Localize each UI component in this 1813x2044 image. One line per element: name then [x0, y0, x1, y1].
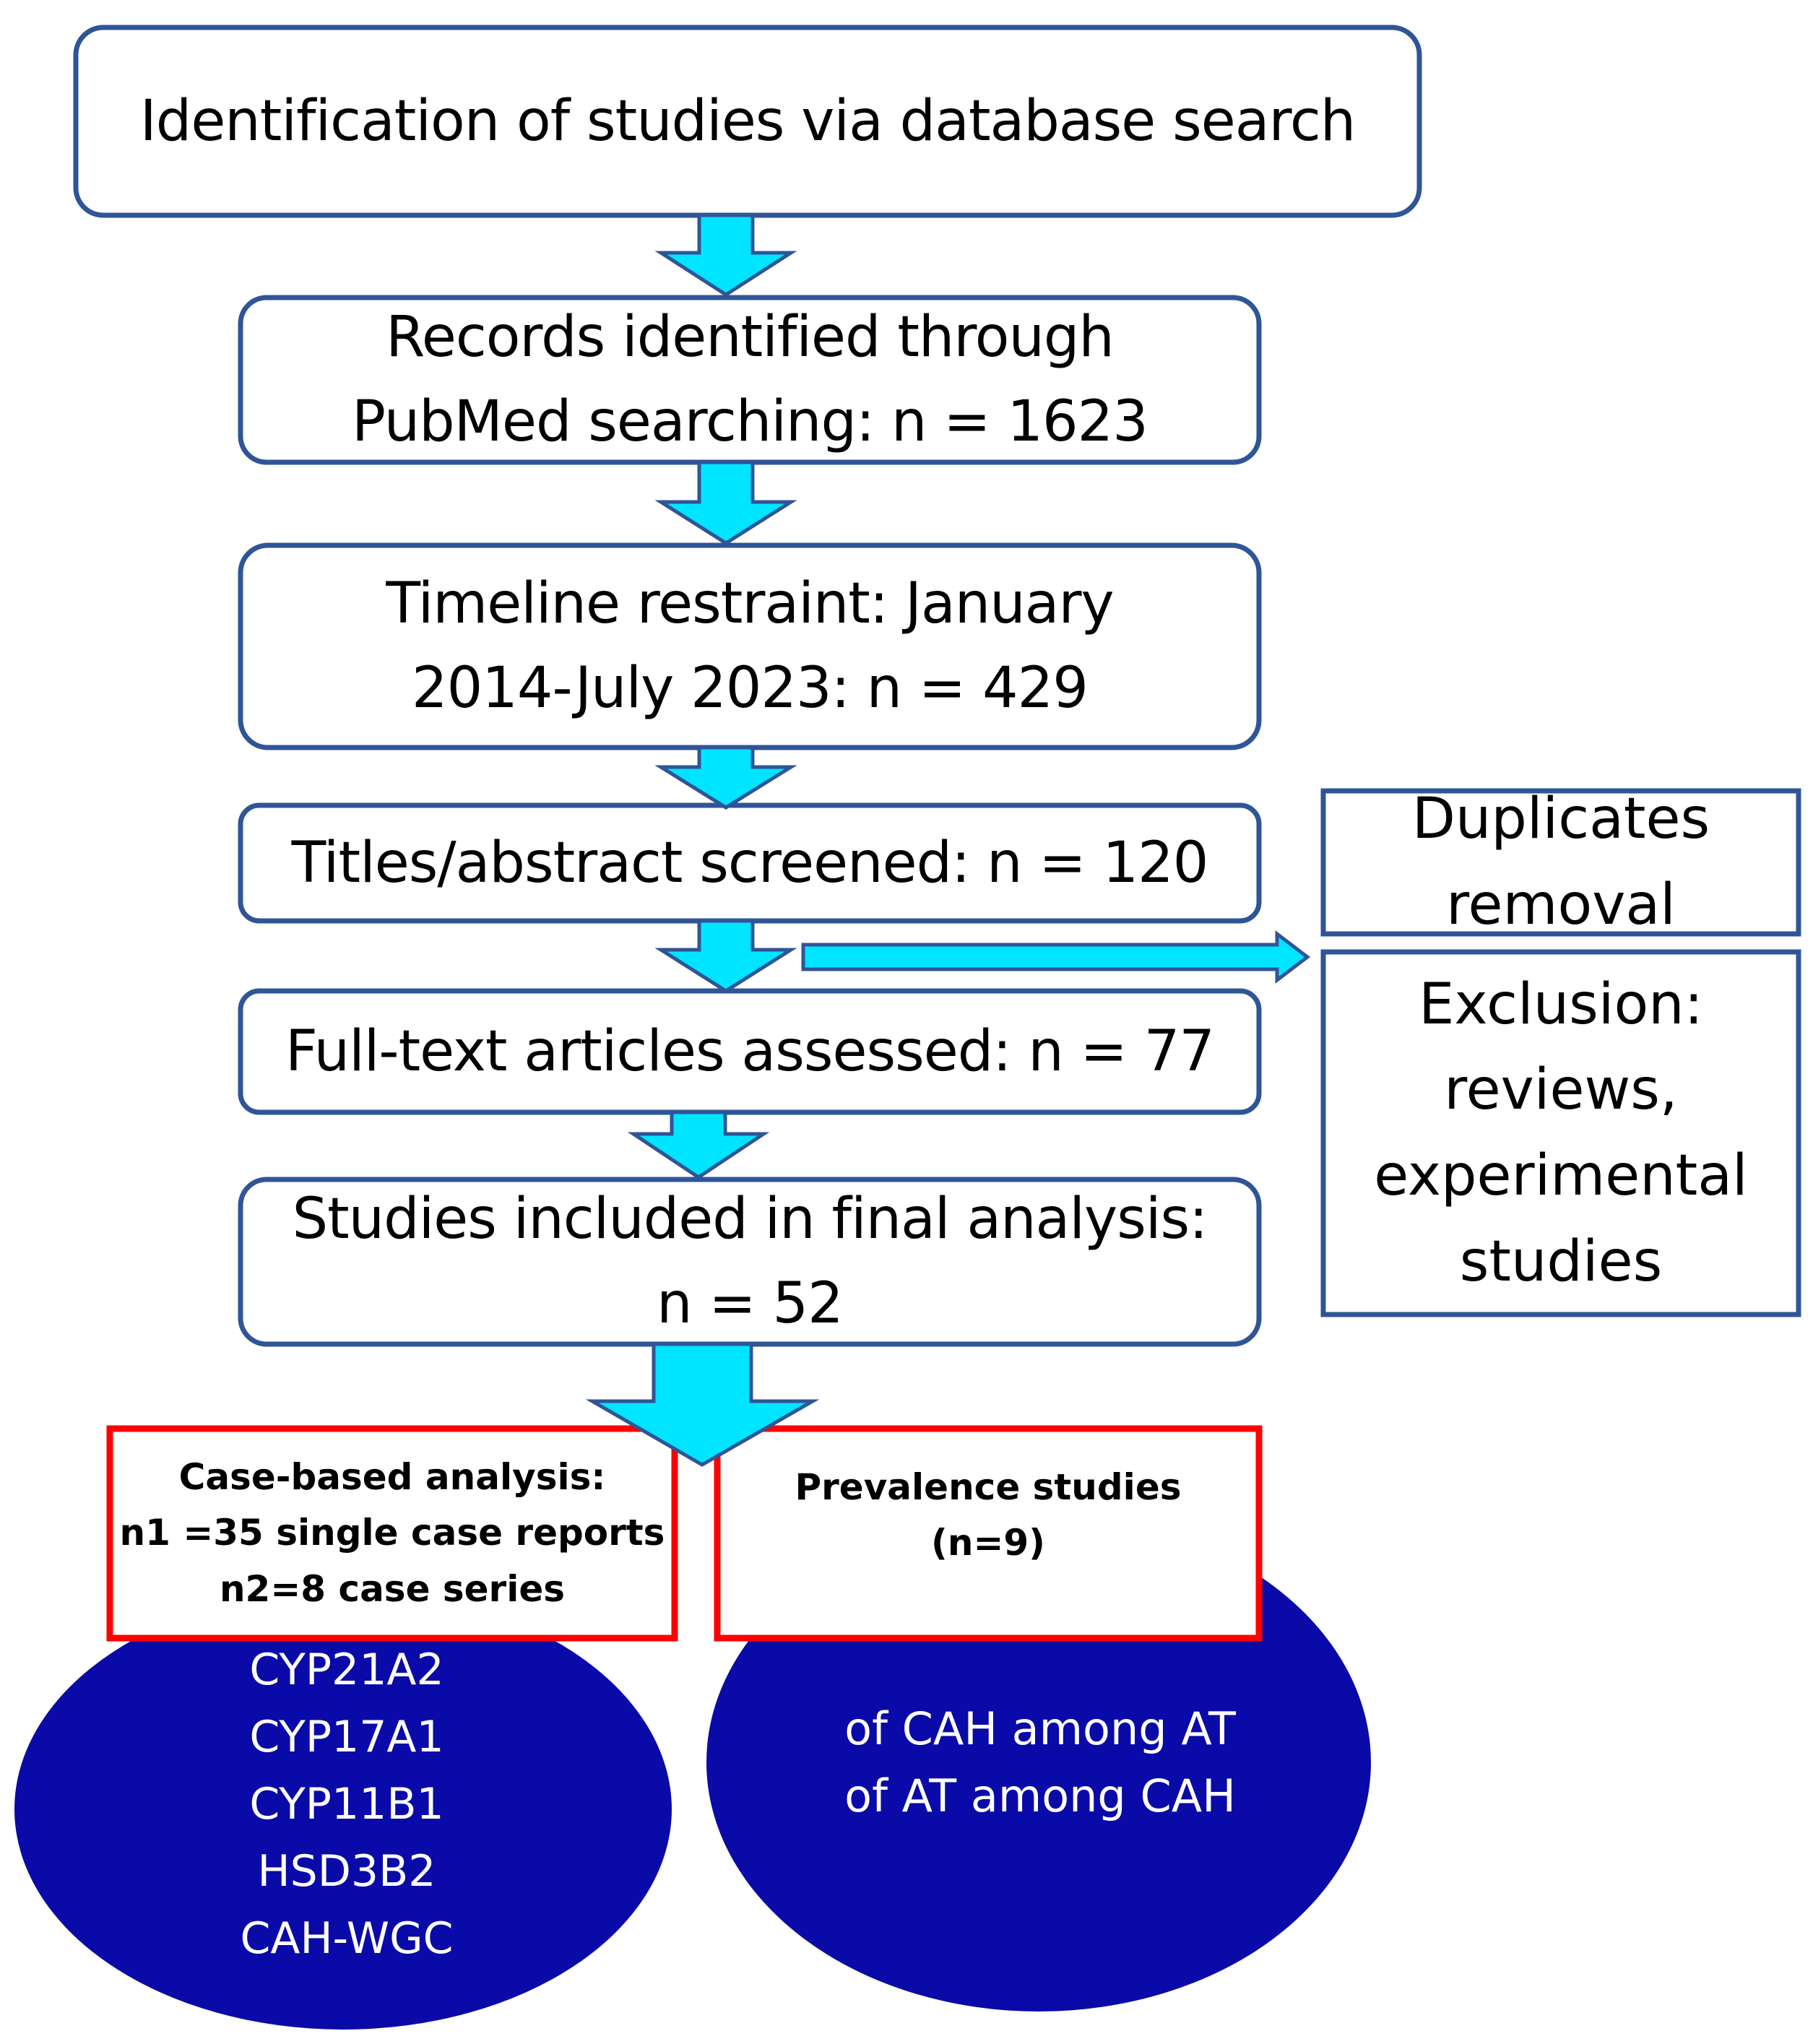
prevalence-groups: of CAH among AT of AT among CAH	[844, 1702, 1236, 1822]
duplicates-label: Duplicates removal	[1411, 787, 1710, 937]
down-arrow-2	[654, 460, 797, 545]
prevalence-label: Prevalence studies (n=9)	[795, 1465, 1182, 1564]
down-arrow-3	[654, 745, 797, 810]
down-arrow-4	[654, 919, 797, 993]
down-arrow-5	[627, 1110, 770, 1180]
side-arrow	[801, 930, 1311, 984]
genes-list: CYP21A2 CYP17A1 CYP11B1 HSD3B2 CAH-WGC	[240, 1644, 454, 1964]
included-label: Studies included in final analysis: n = …	[292, 1187, 1208, 1336]
timeline-label: Timeline restraint: January 2014-July 20…	[386, 571, 1114, 721]
duplicates-box	[1320, 788, 1801, 937]
down-arrow-large	[585, 1342, 820, 1467]
screened-label: Titles/abstract screened: n = 120	[291, 830, 1209, 896]
down-arrow-1	[654, 213, 797, 297]
records-label: Records identified through PubMed search…	[352, 305, 1148, 454]
fulltext-box	[238, 988, 1262, 1115]
genes-ellipse	[14, 1589, 672, 2030]
case-based-box	[106, 1425, 678, 1642]
identification-label: Identification of studies via database s…	[139, 88, 1356, 154]
exclusion-label: Exclusion: reviews, experimental studies	[1374, 971, 1748, 1294]
case-based-label: Case-based analysis: n1 =35 single case …	[119, 1455, 665, 1610]
prevalence-box	[714, 1425, 1263, 1642]
fulltext-label: Full-text articles assessed: n = 77	[285, 1018, 1215, 1084]
exclusion-box	[1320, 949, 1801, 1317]
